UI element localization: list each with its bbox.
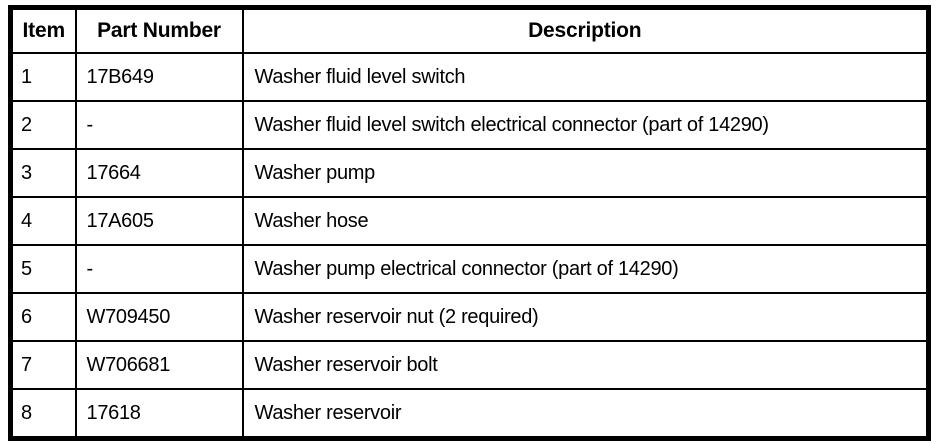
cell-part-number: W706681 bbox=[74, 340, 244, 390]
cell-description: Washer pump electrical connector (part o… bbox=[241, 244, 930, 294]
cell-description: Washer fluid level switch electrical con… bbox=[241, 100, 930, 150]
cell-part-number: 17664 bbox=[74, 148, 244, 198]
cell-item: 4 bbox=[9, 196, 77, 246]
table-row: 3 17664 Washer pump bbox=[9, 148, 930, 198]
cell-description: Washer pump bbox=[241, 148, 930, 198]
column-header-item: Item bbox=[9, 6, 77, 54]
cell-description: Washer reservoir bolt bbox=[241, 340, 930, 390]
table-row: 8 17618 Washer reservoir bbox=[9, 388, 930, 440]
column-header-description: Description bbox=[241, 6, 930, 54]
table-row: 1 17B649 Washer fluid level switch bbox=[9, 52, 930, 102]
table-header: Item Part Number Description bbox=[9, 6, 930, 54]
cell-item: 7 bbox=[9, 340, 77, 390]
cell-item: 2 bbox=[9, 100, 77, 150]
cell-part-number: 17618 bbox=[74, 388, 244, 440]
cell-part-number: W709450 bbox=[74, 292, 244, 342]
table-row: 7 W706681 Washer reservoir bolt bbox=[9, 340, 930, 390]
cell-item: 3 bbox=[9, 148, 77, 198]
cell-item: 6 bbox=[9, 292, 77, 342]
cell-description: Washer fluid level switch bbox=[241, 52, 930, 102]
parts-list-table: Item Part Number Description 1 17B649 Wa… bbox=[8, 5, 931, 441]
cell-part-number: - bbox=[74, 244, 244, 294]
table-row: 4 17A605 Washer hose bbox=[9, 196, 930, 246]
cell-item: 1 bbox=[9, 52, 77, 102]
table-header-row: Item Part Number Description bbox=[9, 6, 930, 54]
table-row: 6 W709450 Washer reservoir nut (2 requir… bbox=[9, 292, 930, 342]
cell-item: 5 bbox=[9, 244, 77, 294]
table-row: 5 - Washer pump electrical connector (pa… bbox=[9, 244, 930, 294]
cell-description: Washer reservoir bbox=[241, 388, 930, 440]
cell-part-number: 17A605 bbox=[74, 196, 244, 246]
cell-item: 8 bbox=[9, 388, 77, 440]
cell-part-number: - bbox=[74, 100, 244, 150]
table-row: 2 - Washer fluid level switch electrical… bbox=[9, 100, 930, 150]
table-body: 1 17B649 Washer fluid level switch 2 - W… bbox=[9, 52, 930, 440]
cell-description: Washer reservoir nut (2 required) bbox=[241, 292, 930, 342]
column-header-part-number: Part Number bbox=[74, 6, 244, 54]
cell-part-number: 17B649 bbox=[74, 52, 244, 102]
cell-description: Washer hose bbox=[241, 196, 930, 246]
